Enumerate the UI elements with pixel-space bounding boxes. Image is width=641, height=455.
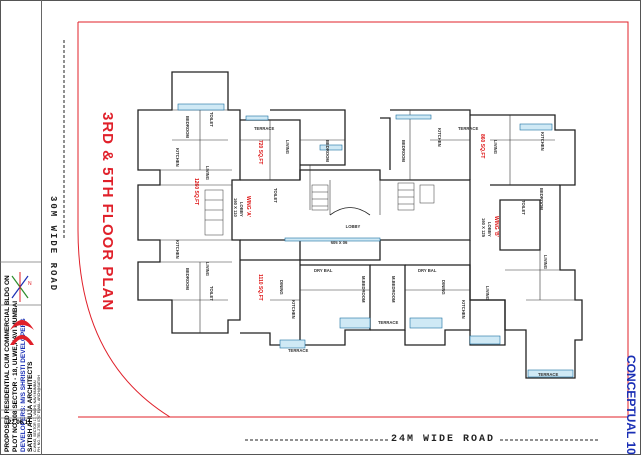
terrace-label-1: TERRACE — [254, 126, 275, 131]
flat-area-label-2: 1260 SQ.FT — [193, 178, 199, 206]
wing-a-lobby-label: LOBBY — [239, 202, 244, 217]
bedroom-label-3: BEDROOM — [325, 140, 330, 162]
living-label-1: LIVING — [205, 166, 210, 180]
terrace-label-4: TERRACE — [288, 348, 309, 353]
flat-area-label-1: 720 SQ.FT — [257, 140, 263, 165]
bedroom-label-2: BEDROOM — [185, 268, 190, 290]
bedroom-label-5: BEDROOM — [539, 188, 544, 210]
north-arrow-icon: N — [11, 272, 32, 302]
bedroom-label-1: BEDROOM — [185, 116, 190, 138]
terrace-label-3: TERRACE — [378, 320, 399, 325]
living-label-2: LIVING — [205, 262, 210, 276]
wing-b-lobby-dim: 160 X 125 — [481, 218, 486, 238]
date-label: 22.06.11 — [8, 420, 32, 426]
title-block: PROPOSED RESIDENTIAL CUM COMMERCIAL BLDG… — [0, 0, 42, 455]
architect-logo-icon — [10, 320, 34, 345]
toilet-label-1: TOILET — [209, 112, 214, 127]
kitchen-label-2: KITCHEN — [175, 240, 180, 259]
living-label-6: LIVING — [485, 286, 490, 300]
m-bedroom-label-1: M.BEDROOM — [361, 276, 366, 303]
flat-area-label-4: 860 SQ.FT — [479, 134, 485, 159]
lobby-dim-label: 90 X 505 — [330, 240, 348, 245]
sheet-label: CONCEPTUAL 10 — [624, 355, 638, 455]
bedroom-label-4: BEDROOM — [401, 140, 406, 162]
toilet-label-3: TOILET — [273, 188, 278, 203]
terrace-label-5: TERRACE — [538, 372, 559, 377]
plan-title: 3RD & 5TH FLOOR PLAN — [99, 112, 116, 312]
terrace-label-2: TERRACE — [458, 126, 479, 131]
dry-bal-label-2: DRY BAL — [418, 268, 437, 273]
m-bedroom-label-2: M.BEDROOM — [391, 276, 396, 303]
wing-b-lobby-label: LOBBY — [487, 222, 492, 237]
kitchen-label-6: KITCHEN — [461, 300, 466, 319]
svg-text:N: N — [28, 281, 32, 287]
wing-a-label: WING 'A' — [245, 196, 251, 217]
living-label-5: LIVING — [543, 255, 548, 269]
kitchen-label-1: KITCHEN — [175, 148, 180, 167]
living-label-3: LIVING — [285, 140, 290, 154]
flat-area-label-3: 1110 SQ.FT — [257, 274, 263, 301]
wing-b-label: WING 'B' — [493, 216, 499, 237]
left-road-label: 30M WIDE ROAD — [48, 196, 58, 293]
kitchen-label-3: KITCHEN — [437, 128, 442, 147]
toilet-label-4: TOILET — [521, 200, 526, 215]
lobby-label: LOBBY — [345, 224, 361, 229]
living-label-4: LIVING — [493, 140, 498, 154]
dry-bal-label-1: DRY BAL — [314, 268, 333, 273]
toilet-label-2: TOILET — [209, 286, 214, 301]
kitchen-label-5: KITCHEN — [291, 300, 296, 319]
wing-a-lobby-dim: 160 X 110 — [233, 198, 238, 217]
dining-label-2: DINING — [441, 280, 446, 295]
kitchen-label-4: KITCHEN — [540, 132, 545, 151]
dining-label-1: DINING — [279, 280, 284, 295]
bottom-road-label: 24M WIDE ROAD — [388, 434, 499, 445]
